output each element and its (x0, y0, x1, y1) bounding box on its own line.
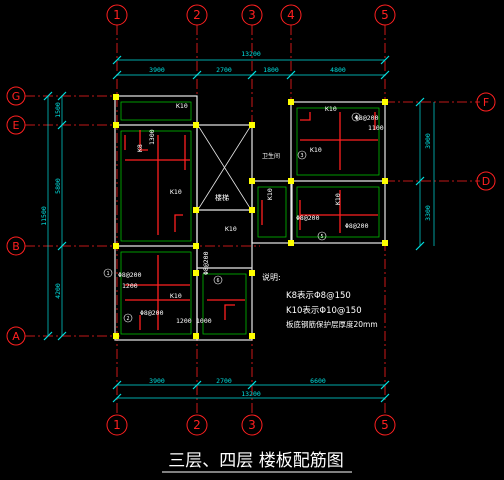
slab-outline (114, 95, 386, 341)
dim-left-seg-1: 1500 (54, 102, 62, 118)
axis-label-top-4: 4 (287, 8, 295, 22)
axis-label-left-a: A (12, 330, 20, 343)
slab-label-k10-3: K10 (170, 292, 182, 300)
axis-label-bottom-5: 5 (381, 418, 389, 432)
axis-label-left-g: G (12, 90, 21, 103)
slab-circle-2 (123, 313, 133, 323)
slab-circle-3 (297, 150, 307, 160)
axis-bubble-bottom-2 (186, 414, 208, 436)
axis-label-top-2: 2 (193, 8, 201, 22)
axis-bubble-top-3 (241, 4, 263, 26)
axis-bubble-right-f (476, 92, 496, 112)
axis-label-bottom-3: 3 (248, 418, 256, 432)
dim-top-seg-4: 4800 (330, 66, 346, 74)
dim-bottom-seg-3: 6600 (310, 377, 326, 385)
axis-bubble-top-5 (374, 4, 396, 26)
axis-labels: 1 2 3 4 5 1 2 3 5 G E B A F D (12, 8, 491, 432)
slab-circle-text-2: 2 (126, 316, 129, 322)
axis-bubble-top-4 (280, 4, 302, 26)
bar-label-2: Φ8@200 (140, 309, 164, 317)
slab-label-k10-4: K10 (310, 146, 322, 154)
axis-bubble-bottom-3 (241, 414, 263, 436)
dim-left-seg-3: 4200 (54, 283, 62, 299)
axis-label-right-f: F (483, 96, 489, 109)
slab-label-k10-2: K10 (170, 188, 182, 196)
dim-bottom-seg-2: 2700 (216, 377, 232, 385)
columns (113, 94, 388, 339)
axis-label-bottom-1: 1 (113, 418, 121, 432)
bar-label-1: Φ8@200 (118, 271, 142, 279)
stair-label: 楼梯 (215, 193, 229, 202)
slab-label-k8-1: K8 (136, 144, 144, 152)
slab-label-k10-8: K10 (325, 105, 337, 113)
dim-bottom-total: 13200 (241, 390, 261, 398)
bar-label-6: Φ8@200 (202, 251, 210, 275)
drawing-title: 三层、四层 楼板配筋图 (168, 451, 343, 471)
slab-circle-text-5: 5 (320, 234, 323, 240)
slab-label-k10-1: K10 (176, 102, 188, 110)
axis-bubble-left-g (6, 86, 26, 106)
axis-label-top-3: 3 (248, 8, 256, 22)
slab-label-k10-5: K10 (334, 193, 342, 205)
axis-label-right-d: D (482, 175, 490, 188)
rebar-lines (124, 112, 378, 330)
axis-bubbles (6, 4, 496, 436)
slab-circle-text-1: 1 (106, 271, 109, 277)
slab-annotations: K10 K8 K10 K10 K10 K10 K10 K10 K10 楼梯 卫生… (118, 102, 384, 325)
dim-top-seg-2: 2700 (216, 66, 232, 74)
dimension-texts: 13200 3900 2700 1800 4800 3900 2700 6600… (40, 50, 432, 398)
slab-circle-5 (317, 231, 327, 241)
len-label-5: 1300 (148, 129, 156, 145)
axis-bubble-top-1 (106, 4, 128, 26)
slab-label-k10-6: K10 (266, 188, 274, 200)
slab-label-k10-7: K10 (225, 225, 237, 233)
dim-right-seg-1: 3900 (424, 133, 432, 149)
axis-bubble-bottom-1 (106, 414, 128, 436)
beam-lines (120, 101, 380, 335)
axis-label-left-e: E (13, 119, 20, 132)
slab-circles (103, 112, 361, 323)
bar-label-5: Φ8@200 (355, 114, 379, 122)
dimension-lines (43, 55, 435, 403)
notes-heading: 说明: (262, 272, 281, 282)
axis-label-top-1: 1 (113, 8, 121, 22)
len-label-3: 1100 (368, 124, 384, 132)
axis-label-left-b: B (12, 240, 20, 253)
len-label-1: 1200 (122, 282, 138, 290)
axis-bubble-left-a (6, 326, 26, 346)
dim-right-seg-2: 3300 (424, 205, 432, 221)
slab-circle-text-4: 4 (354, 115, 357, 121)
axis-bubble-right-d (476, 171, 496, 191)
dim-top-seg-1: 3900 (149, 66, 165, 74)
axis-label-bottom-2: 2 (193, 418, 201, 432)
len-label-2: 1000 (196, 317, 212, 325)
axis-bubble-left-e (6, 115, 26, 135)
washroom-label: 卫生间 (262, 152, 280, 160)
slab-circle-4 (351, 112, 361, 122)
stair-void (198, 126, 251, 209)
slab-circle-texts: 1 2 3 4 5 6 (106, 115, 357, 322)
axis-bubble-left-b (6, 236, 26, 256)
slab-circle-text-3: 3 (300, 153, 303, 159)
dim-top-total: 13200 (241, 50, 261, 58)
dim-top-seg-3: 1800 (263, 66, 279, 74)
axis-bubble-bottom-5 (374, 414, 396, 436)
notes-line-3: 板底钢筋保护层厚度20mm (286, 319, 378, 329)
slab-circle-1 (103, 268, 113, 278)
slab-circle-6 (213, 275, 223, 285)
bar-label-4: Φ8@200 (345, 222, 369, 230)
dim-left-total: 11500 (40, 206, 48, 226)
slab-circle-text-6: 6 (216, 278, 219, 284)
notes-line-1: K8表示Φ8@150 (286, 290, 351, 301)
notes-line-2: K10表示Φ10@150 (286, 305, 362, 316)
len-label-4: 1200 (176, 317, 192, 325)
notes: 说明: K8表示Φ8@150 K10表示Φ10@150 板底钢筋保护层厚度20m… (262, 272, 378, 329)
bar-label-3: Φ8@200 (296, 214, 320, 222)
axis-label-top-5: 5 (381, 8, 389, 22)
axis-bubble-top-2 (186, 4, 208, 26)
dim-bottom-seg-1: 3900 (149, 377, 165, 385)
dim-left-seg-2: 5800 (54, 178, 62, 194)
